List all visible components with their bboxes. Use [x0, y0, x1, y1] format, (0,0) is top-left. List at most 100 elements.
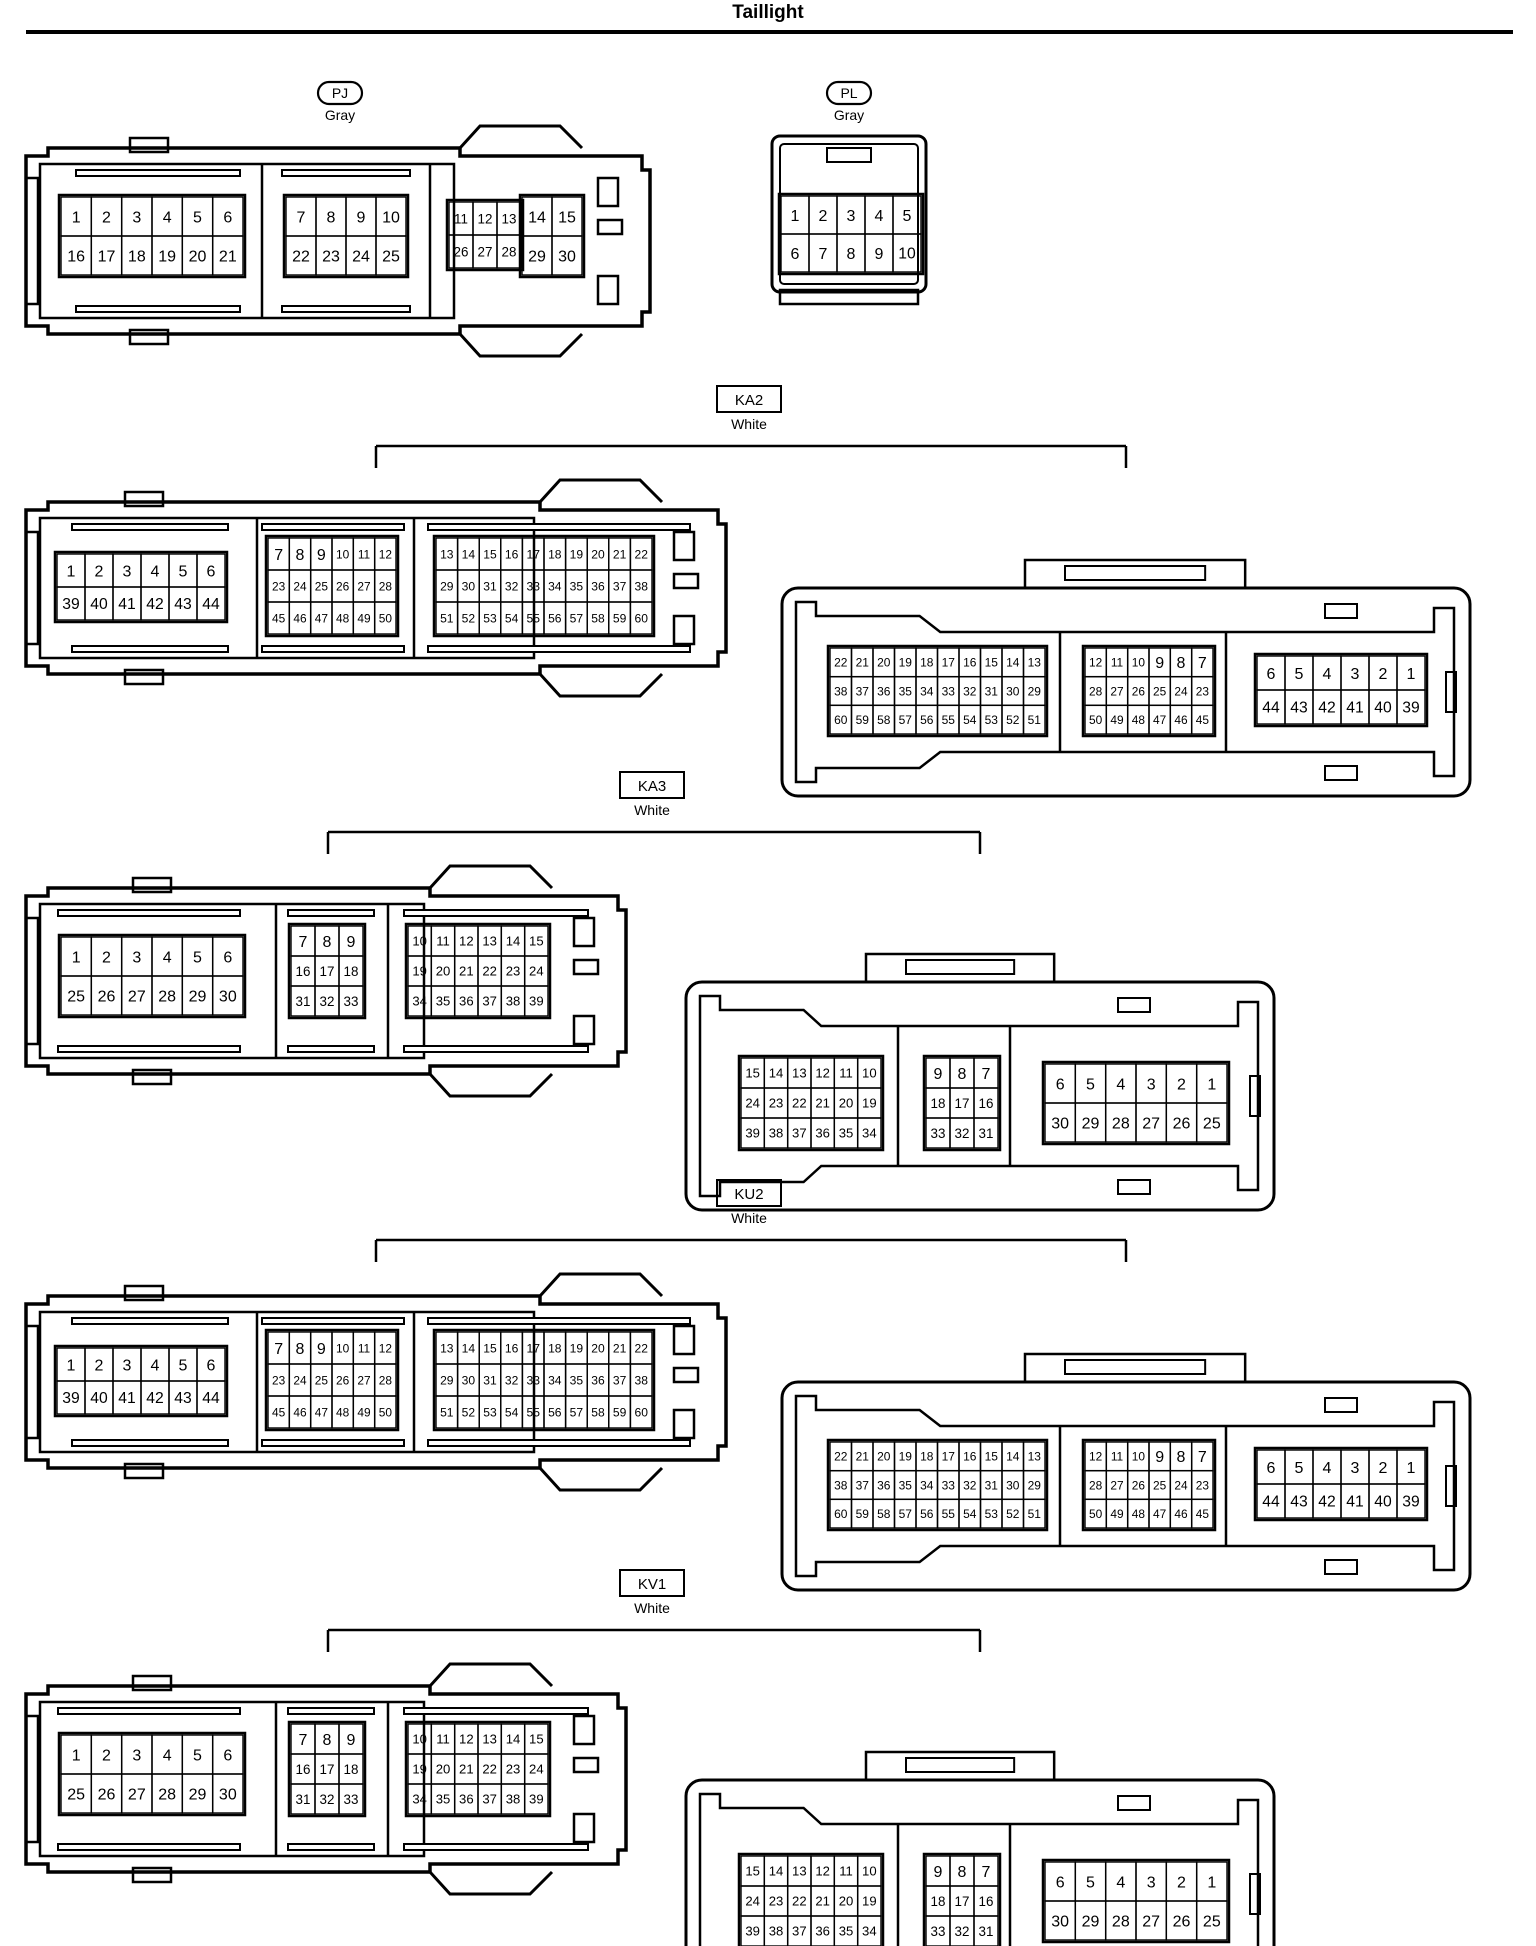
latch-tab [123, 668, 165, 686]
pin-number: 1 [1407, 1460, 1416, 1477]
pin-number: 1 [791, 208, 800, 225]
pin-number: 21 [613, 547, 627, 561]
connector-id-box [716, 385, 782, 413]
pin-number: 26 [98, 988, 116, 1005]
pin-number: 35 [899, 1478, 913, 1492]
pin-number: 34 [412, 994, 427, 1009]
housing-notch [26, 1714, 40, 1844]
pin-number: 11 [1111, 1450, 1124, 1464]
pin-cell [523, 1783, 549, 1815]
slot [57, 1707, 241, 1715]
pin-number: 17 [955, 1096, 970, 1111]
connector-id-box [619, 771, 685, 799]
pin-number: 9 [317, 547, 326, 564]
pin-number: 9 [347, 934, 356, 951]
pin-number: 10 [382, 209, 400, 226]
slot [287, 1843, 375, 1851]
pin-number: 54 [505, 611, 519, 625]
connectors.5.bodies.1.groups.0.rows-frame [737, 1852, 885, 1946]
pin-number: 26 [98, 1786, 116, 1803]
pin-number: 38 [834, 684, 848, 698]
pin-number: 56 [548, 611, 562, 625]
pin-number: 22 [792, 1096, 807, 1111]
connectors.2.bodies.1.groups.2.rows-frame [1253, 652, 1429, 728]
slot [261, 645, 405, 653]
pin-number: 45 [272, 1405, 286, 1419]
pin-number: 30 [219, 1786, 237, 1803]
pin-number: 14 [769, 1066, 784, 1081]
pin-number: 27 [1142, 1115, 1160, 1132]
pin-number: 18 [920, 1450, 934, 1464]
pin-number: 28 [502, 244, 517, 259]
pin-number: 24 [529, 1762, 544, 1777]
housing-outer [684, 1778, 1276, 1946]
pin-number: 13 [792, 1864, 807, 1879]
pin-number: 26 [1173, 1913, 1191, 1930]
housing-outer [684, 980, 1276, 1212]
pin-number: 10 [1132, 1450, 1146, 1464]
pin-number: 24 [1174, 684, 1188, 698]
housing-inner [38, 902, 426, 1060]
pin-number: 49 [1110, 713, 1124, 727]
pin-number: 33 [526, 1373, 540, 1387]
housing-outer [24, 1684, 628, 1874]
pin-number: 24 [745, 1096, 760, 1111]
connectors.5.bodies.0.groups.1.rows-frame [287, 1720, 367, 1818]
pin-number: 3 [132, 949, 141, 966]
connectors.5.bodies.0.groups.0.rows-frame [57, 1731, 247, 1817]
pin-number: 7 [982, 1066, 991, 1083]
pin-cell [1195, 1102, 1228, 1143]
slot [403, 1707, 589, 1715]
lock-block [672, 572, 700, 590]
pin-number: 60 [634, 1405, 648, 1419]
pin-number: 22 [292, 248, 310, 265]
pin-number: 24 [529, 964, 544, 979]
slot [427, 1317, 691, 1325]
pin-number: 9 [347, 1732, 356, 1749]
housing-inner [38, 516, 536, 660]
pin-number: 4 [163, 949, 172, 966]
connector-id: KV1 [638, 1576, 666, 1593]
lock-notch [1249, 1873, 1261, 1915]
pin-number: 29 [189, 1786, 207, 1803]
pin-number: 33 [931, 1924, 946, 1939]
pin-number: 38 [634, 1373, 648, 1387]
connectors.3.bodies.0.groups.1.rows-frame [287, 922, 367, 1020]
pin-number: 36 [877, 684, 891, 698]
pin-number: 47 [1153, 713, 1167, 727]
pin-number: 21 [459, 1762, 474, 1777]
pin-number: 16 [979, 1894, 994, 1909]
pin-number: 24 [293, 579, 307, 593]
pin-number: 31 [985, 1478, 999, 1492]
pin-number: 2 [1177, 1076, 1186, 1093]
slot [281, 169, 411, 177]
pin-number: 7 [1198, 1449, 1207, 1466]
pin-number: 5 [1086, 1874, 1095, 1891]
housing-notch [26, 176, 40, 306]
latch-tab [1117, 1179, 1151, 1195]
pin-number: 55 [526, 611, 540, 625]
lock-block [572, 1714, 596, 1746]
pin-number: 20 [839, 1894, 854, 1909]
pin-number: 39 [745, 1924, 760, 1939]
pin-number: 4 [151, 1357, 160, 1374]
pin-number: 52 [1006, 1507, 1020, 1521]
pin-number: 16 [67, 248, 85, 265]
pin-number: 28 [158, 988, 176, 1005]
housing-hump [1023, 558, 1247, 588]
pin-number: 60 [634, 611, 648, 625]
pin-number: 23 [272, 579, 286, 593]
pin-number: 59 [613, 611, 627, 625]
pin-number: 26 [454, 244, 469, 259]
slot [287, 909, 375, 917]
pin-number: 15 [529, 934, 544, 949]
connectors.3.bodies.1.groups.1.rows-frame [922, 1054, 1002, 1152]
pin-number: 31 [483, 579, 497, 593]
lock-notch [1445, 1465, 1457, 1507]
connector-id-box [619, 1569, 685, 1597]
pin-number: 14 [462, 1341, 476, 1355]
pin-number: 18 [344, 964, 359, 979]
housing-hump [864, 1750, 1056, 1780]
pin-number: 37 [482, 1792, 497, 1807]
hump-slot [1064, 1359, 1207, 1375]
